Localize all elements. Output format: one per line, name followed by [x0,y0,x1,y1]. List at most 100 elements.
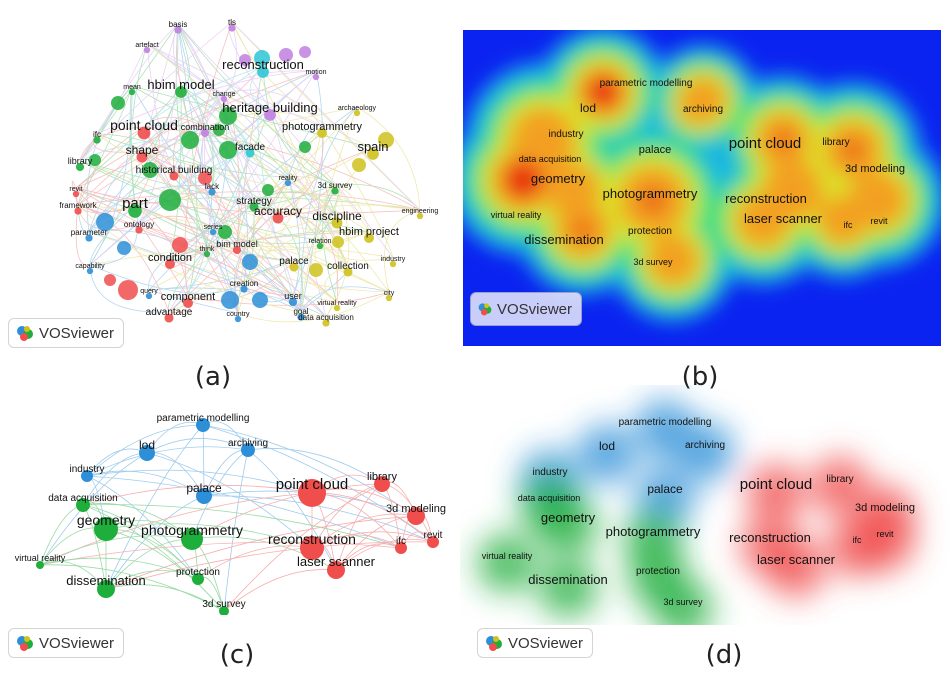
network-edge [148,225,214,291]
network-node-query [145,292,153,300]
network-edge [75,187,136,212]
network-edge [105,584,225,612]
network-node-palace [196,488,212,504]
network-edge [146,452,313,549]
network-edge [206,230,370,249]
network-edge [169,245,211,259]
network-edge [143,65,264,128]
a-label-advantage: advantage [146,307,193,318]
network-edge [204,126,338,218]
network-node-country [234,315,242,323]
network-node-protection [192,573,204,585]
network-edge [175,23,208,249]
b-label-archiving: archiving [683,104,723,115]
density-blob-core [552,572,584,604]
a-label-hbim-model: hbim model [147,77,214,92]
network-edge [277,204,421,213]
network-node [299,46,311,58]
a-label-revit: revit [69,186,82,193]
network-node-laser-scanner [327,561,345,579]
network-edge [75,70,317,189]
a-label-collection: collection [327,261,369,272]
b-label-revit: revit [870,216,888,226]
c-label-dissemination: dissemination [66,573,146,588]
d-label-point-cloud: point cloud [740,476,813,493]
network-node-ifc [395,542,407,554]
a-label-goal: goal [293,307,308,316]
network-edge [134,204,321,245]
network-node [111,96,125,110]
network-edge [79,126,145,162]
network-edge [168,185,213,313]
network-edge [148,287,327,318]
c-label-library: library [367,471,397,483]
network-edge [236,200,255,245]
network-edge [253,200,303,312]
network-node-archaeology [353,109,361,117]
network-edge [177,23,302,312]
d-label-laser-scanner: laser scanner [757,552,836,567]
network-edge [169,231,370,259]
network-edge [311,513,417,549]
network-node-condition [165,259,175,269]
a-label-ifc: ifc [93,130,101,139]
network-node-series [209,228,217,236]
network-node-framework [74,207,82,215]
network-node-engineering [416,212,424,220]
caption-a: (a) [194,362,232,392]
network-edge [204,126,255,202]
network-edge [138,92,225,225]
cluster-density-blobs [473,395,919,625]
c-label-photogrammetry: photogrammetry [141,522,243,538]
network-edge [39,492,313,566]
network-edge [143,126,239,314]
network-edge [79,160,294,297]
network-edge [89,70,317,266]
network-edge [177,23,302,312]
network-edge [167,247,208,313]
network-node-motion [312,73,320,81]
network-edge [236,243,294,297]
network-edge [89,204,136,266]
density-blob [735,192,791,248]
d-label-lod: lod [599,439,615,453]
network-edge [138,223,295,262]
c-label-revit: revit [424,530,443,541]
a-label-motion: motion [305,69,326,76]
network-node [181,131,199,149]
caption-d: (d) [705,640,743,670]
network-node-basis [174,26,182,34]
b-label-photogrammetry: photogrammetry [603,186,698,201]
network-edge [75,187,294,297]
a-label-historical-building: historical building [136,165,213,176]
network-edge [237,291,390,323]
network-edge [300,106,358,312]
network-node-mean [128,88,136,96]
density-blob [574,221,592,239]
a-label-component: component [161,291,215,303]
c-label-lod: lod [139,438,155,452]
network-node [142,162,158,178]
network-edge [212,225,294,297]
network-edge [86,469,313,494]
network-node-lod [139,445,155,461]
network-edge [187,260,295,301]
network-edge [82,504,199,580]
network-edge [138,223,189,298]
network-edge [105,528,225,612]
network-node [262,184,274,196]
network-edge [75,187,208,249]
network-edge [180,85,215,187]
network-edge [105,541,434,590]
d-label-3d-modeling: 3d modeling [855,502,915,514]
density-blob [545,162,601,218]
network-edge [383,209,421,293]
network-edge [77,92,225,206]
network-edge [319,184,340,241]
vosviewer-badge-b: VOSviewer [470,292,582,326]
network-node [378,132,394,148]
network-edge [249,146,349,267]
network-node-historical-building [169,171,179,181]
network-edge [253,191,338,218]
